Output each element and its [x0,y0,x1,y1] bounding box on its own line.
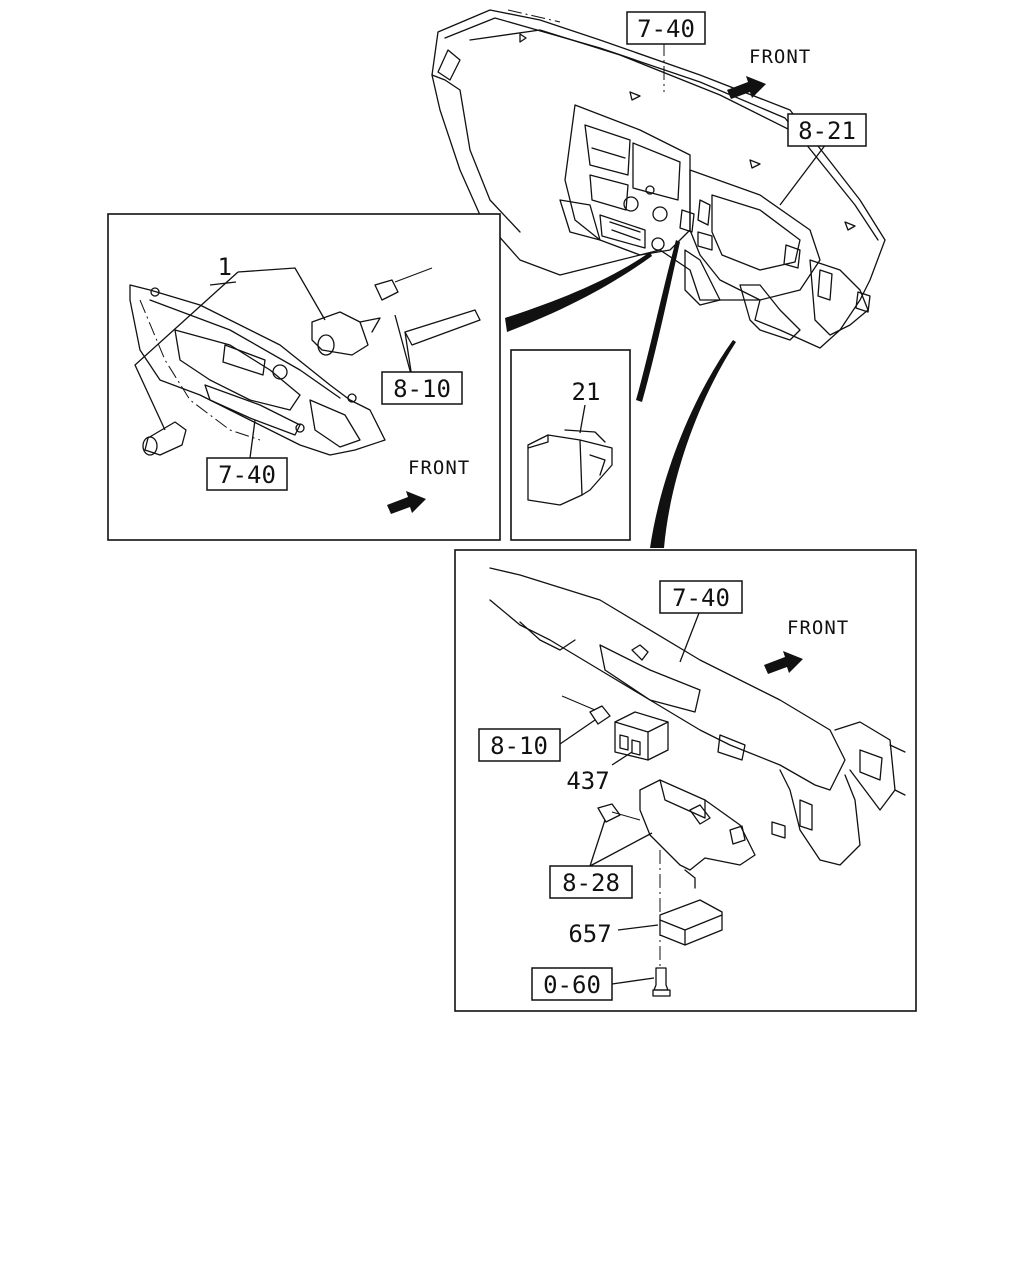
ref-br-panel: 7-40 [659,580,743,614]
harness-connector-br [561,695,611,725]
front-arrow-icon [387,491,426,514]
front-indicator-left: FRONT [387,457,470,514]
ref-br-bolt-label: 0-60 [543,971,601,999]
dashboard-assembly [431,9,886,349]
front-label-br: FRONT [787,617,849,639]
ref-br-bracket: 8-28 [549,865,633,899]
callout-arc-left [505,252,652,332]
ref-br-harness-label: 8-10 [490,732,548,760]
relay-437 [614,711,669,761]
callout-arc-right [650,340,736,548]
ref-left-panel: 7-40 [206,457,288,491]
lighter-plug [142,421,187,456]
ref-br-harness: 8-10 [478,728,561,762]
detail-panel-switch [510,349,631,541]
ref-top-cluster: 8-21 [787,113,867,147]
ref-left-panel-label: 7-40 [218,461,276,489]
ref-top-dash: 7-40 [626,11,706,45]
relay-bracket [639,779,756,889]
front-arrow-icon [764,651,803,674]
part-21-label: 21 [572,378,601,406]
ref-br-bracket-label: 8-28 [562,869,620,897]
front-indicator-top: FRONT [727,46,811,99]
ref-top-cluster-label: 8-21 [798,117,856,145]
part-1-label: 1 [218,253,232,281]
cigarette-lighter-socket [311,311,381,356]
callout-arc-middle [636,240,680,402]
bolt-0-60 [652,967,671,997]
ref-left-harness: 8-10 [381,371,463,405]
harness-connector-left [374,267,481,346]
switch-part-21 [527,429,613,506]
ref-left-harness-label: 8-10 [393,375,451,403]
front-arrow-icon [727,76,766,99]
front-indicator-br: FRONT [764,617,849,674]
front-label-top: FRONT [749,46,811,68]
front-label-left: FRONT [408,457,470,479]
ref-top-dash-label: 7-40 [637,15,695,43]
part-657-label: 657 [568,920,611,948]
screw-8-28 [597,803,641,823]
ref-br-panel-label: 7-40 [672,584,730,612]
ref-br-bolt: 0-60 [531,967,613,1001]
part-437-label: 437 [566,767,609,795]
cross-member [489,567,906,866]
